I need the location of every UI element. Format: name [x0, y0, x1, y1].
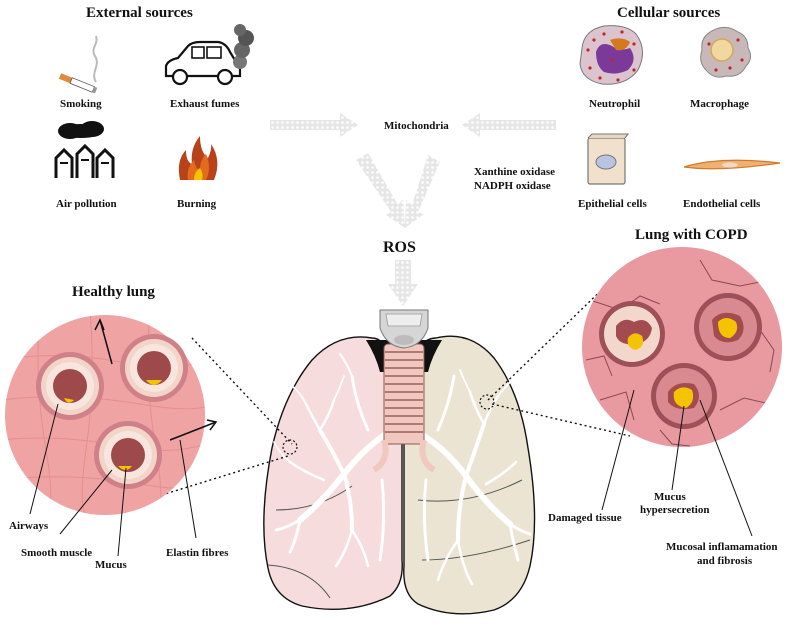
healthy-zoom-origin — [282, 439, 298, 455]
healthy-lung-heading: Healthy lung — [72, 284, 155, 300]
mitochondria-label: Mitochondria — [384, 120, 449, 132]
smoking-label: Smoking — [60, 98, 102, 110]
epithelial-cell-icon — [587, 133, 629, 185]
smooth-muscle-label: Smooth muscle — [21, 547, 92, 559]
mucus-label: Mucus — [95, 559, 128, 571]
healthy-zoom-line-top — [191, 337, 293, 445]
mucus-hypersecretion-leader — [671, 405, 685, 491]
copd-zoom-line-bottom — [491, 403, 631, 437]
copd-zoom-origin — [479, 394, 495, 410]
right-bronchial-tree — [411, 369, 532, 586]
mucus-leader — [117, 467, 127, 557]
mucosal-inflammation-label-line2: and fibrosis — [697, 555, 753, 567]
arrow-ros-to-lungs — [388, 260, 418, 306]
arrow-oxidases-to-ros — [405, 155, 440, 228]
copd-tissue-circle — [582, 247, 782, 447]
copd-airway — [651, 363, 717, 429]
arrow-external-to-mitochondria — [270, 113, 358, 137]
cigarette-icon — [58, 35, 98, 94]
car-icon — [164, 40, 242, 86]
factory-icon — [54, 121, 115, 178]
copd-airway — [694, 293, 762, 361]
airways-leader — [29, 403, 59, 515]
mucosal-inflammation-label-line1: Mucosal inflamamation — [666, 541, 778, 553]
ros-label: ROS — [383, 239, 416, 256]
healthy-airway — [120, 334, 188, 402]
external-sources-heading: External sources — [86, 5, 193, 21]
fire-icon — [178, 136, 218, 180]
xanthine-oxidase-label: Xanthine oxidase — [474, 166, 555, 178]
left-lung — [263, 336, 403, 610]
arrow-cellular-to-mitochondria — [462, 113, 556, 137]
trachea — [366, 340, 442, 473]
burning-label: Burning — [177, 198, 217, 210]
damaged-tissue-leader — [601, 389, 635, 511]
mucus-hypersecretion-label-line2: hypersecretion — [640, 504, 709, 516]
mucus-hypersecretion-label-line1: Mucus — [654, 491, 687, 503]
endothelial-cell-icon — [683, 159, 781, 170]
smooth-muscle-leader — [59, 469, 113, 535]
arrow-mitochondria-to-ros-left — [356, 153, 405, 228]
copd-airway — [599, 301, 665, 367]
airways-label: Airways — [9, 520, 49, 532]
elastin-leader — [179, 439, 197, 539]
exhaust-fumes-label: Exhaust fumes — [170, 98, 240, 110]
healthy-tissue-circle — [5, 315, 218, 515]
elastin-fibres-label: Elastin fibres — [166, 547, 229, 559]
healthy-zoom-line-bottom — [151, 455, 289, 499]
damaged-tissue-label: Damaged tissue — [548, 512, 622, 524]
cellular-sources-heading: Cellular sources — [617, 5, 720, 21]
neutrophil-icon — [579, 25, 643, 85]
air-pollution-label: Air pollution — [56, 198, 117, 210]
epithelial-cells-label: Epithelial cells — [578, 198, 647, 210]
mucosal-inflammation-leader — [699, 399, 753, 537]
neutrophil-label: Neutrophil — [589, 98, 640, 110]
larynx — [379, 309, 429, 349]
endothelial-cells-label: Endothelial cells — [683, 198, 761, 210]
macrophage-icon — [700, 26, 752, 78]
macrophage-label: Macrophage — [690, 98, 749, 110]
elastin-fibre-arrow — [94, 318, 218, 441]
nadph-oxidase-label: NADPH oxidase — [474, 180, 551, 192]
healthy-airway — [36, 352, 104, 420]
healthy-airway — [94, 421, 162, 489]
exhaust-smoke-icon — [233, 24, 254, 69]
copd-lung-heading: Lung with COPD — [635, 227, 748, 243]
left-bronchial-tree — [273, 353, 395, 568]
